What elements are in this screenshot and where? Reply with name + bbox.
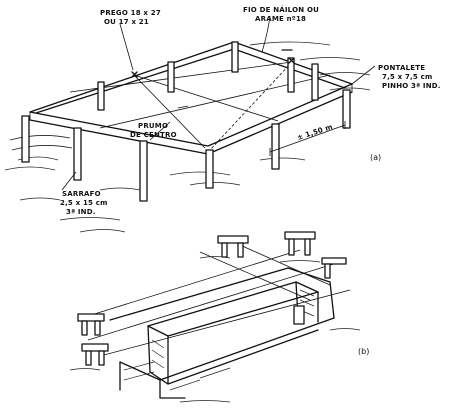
sarrafo-label-1: SARRAFO (62, 190, 101, 198)
trench-hatching (123, 289, 315, 391)
nail-marks (131, 49, 295, 78)
sarrafo-label-3: 3ª IND. (66, 208, 96, 216)
pontalete-label-1: PONTALETE (378, 64, 425, 72)
dimension-label: ± 1,50 m (296, 123, 334, 142)
prego-label-2: OU 17 x 21 (104, 18, 149, 26)
pontalete-label-2: 7,5 x 7,5 cm (382, 73, 432, 81)
figure-b-label: (b) (358, 347, 369, 356)
figure-a: PREGO 18 x 27 OU 17 x 21 FIO DE NÁILON O… (4, 5, 441, 233)
figure-a-label: (a) (370, 153, 381, 162)
leader-lines (61, 15, 376, 191)
ground-hatching (4, 41, 371, 233)
fio-label-2: ARAME nº18 (255, 15, 306, 23)
prego-label-1: PREGO 18 x 27 (100, 9, 161, 17)
trench-string-lines (87, 244, 351, 357)
posts (21, 41, 351, 202)
prumo-label-2: DE CENTRO (130, 131, 177, 139)
trench-posts (77, 231, 347, 366)
fio-label-1: FIO DE NÁILON OU (243, 5, 319, 14)
prumo-label-1: PRUMO (138, 122, 168, 130)
ground-hatching-b (69, 256, 361, 403)
trench (109, 267, 335, 399)
sarrafo-label-2: 2,5 x 15 cm (60, 199, 108, 207)
pontalete-label-3: PINHO 3ª IND. (382, 82, 441, 90)
figure-b: (b) (69, 231, 369, 403)
dimension-line (269, 121, 346, 156)
